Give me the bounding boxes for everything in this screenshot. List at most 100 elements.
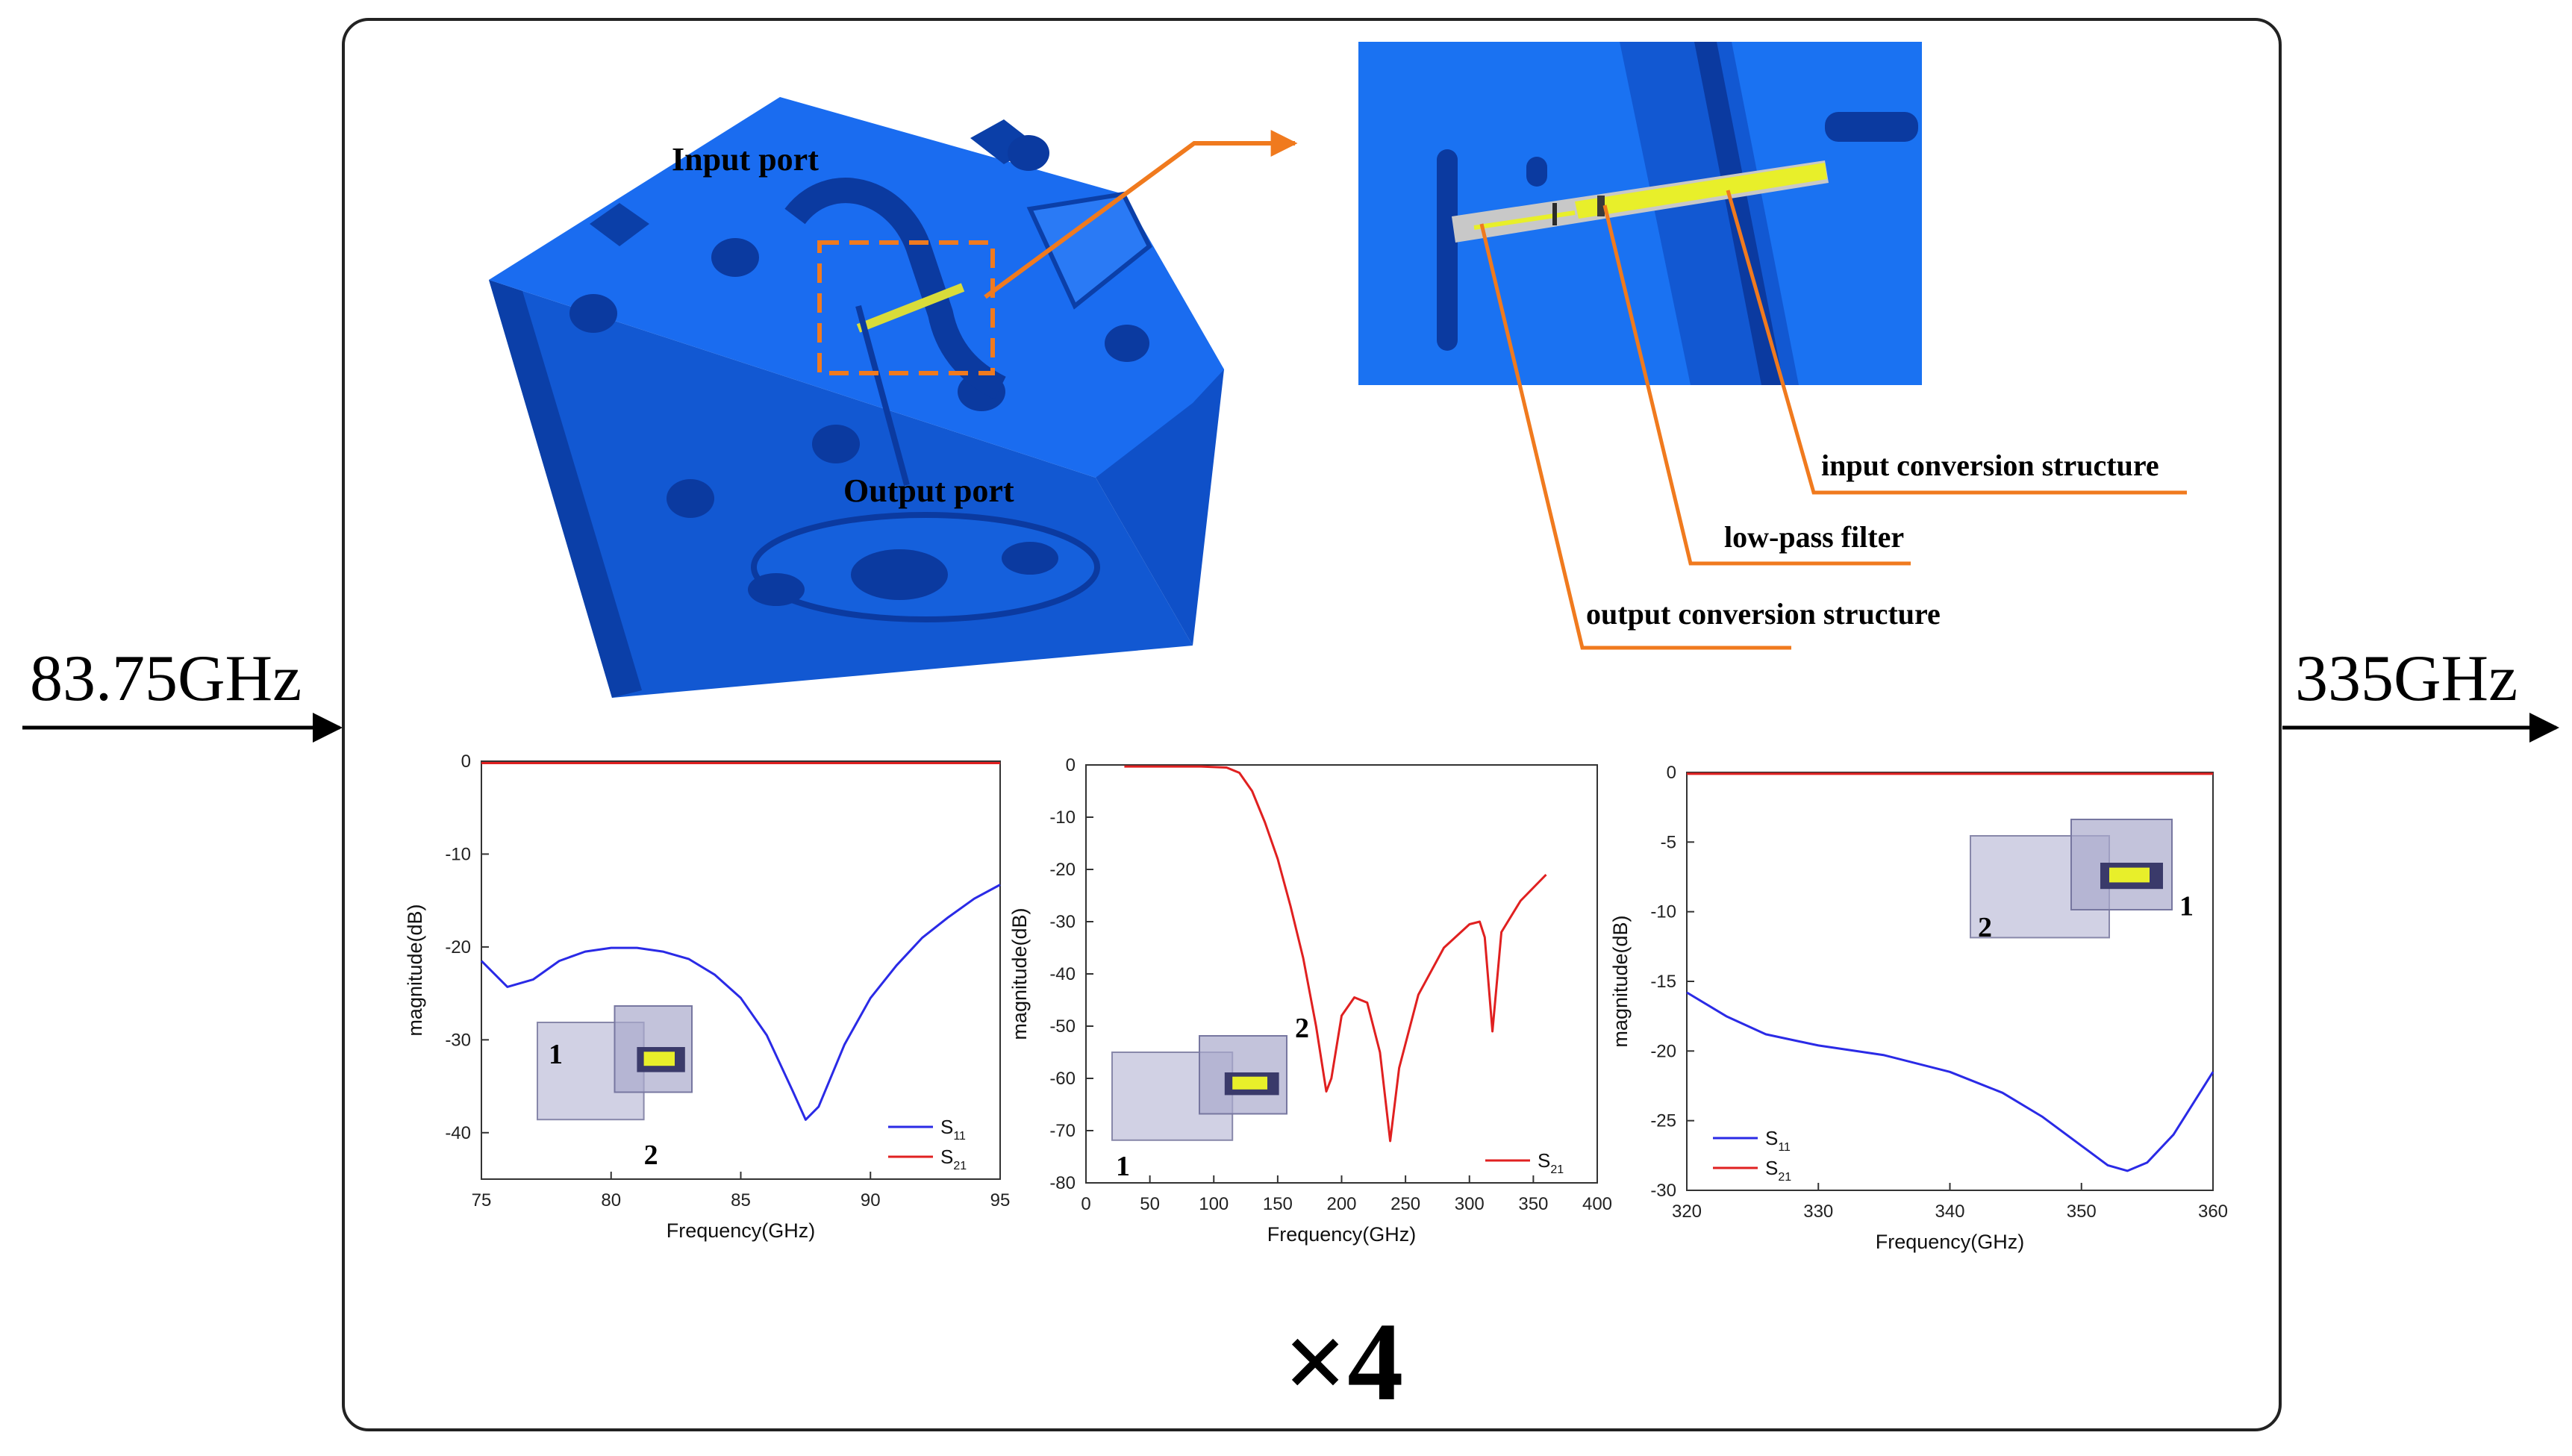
filter-section xyxy=(1597,196,1605,216)
x-tick-label: 330 xyxy=(1803,1202,1833,1222)
component-inset: 12 xyxy=(1111,1013,1309,1182)
output-conversion-leader xyxy=(1479,223,1791,650)
output-signal: 335GHz xyxy=(2282,643,2559,743)
inset-metal xyxy=(643,1052,675,1066)
x-tick-label: 150 xyxy=(1263,1194,1293,1214)
zoom-highlight-box xyxy=(817,240,995,375)
low-pass-filter-leader xyxy=(1602,204,1911,566)
legend-label-base: S xyxy=(940,1146,953,1168)
y-tick-label: -15 xyxy=(1650,972,1676,992)
legend-label-base: S xyxy=(1765,1157,1778,1179)
component-inset: 12 xyxy=(537,1005,693,1171)
legend-label-s21: S21 xyxy=(940,1146,967,1172)
legend-label-base: S xyxy=(1538,1149,1550,1172)
circuit-line xyxy=(1473,210,1576,230)
zoom-arrow xyxy=(984,130,1298,299)
x-axis-label: Frequency(GHz) xyxy=(667,1219,816,1242)
legend-label-s21: S21 xyxy=(1538,1149,1564,1176)
y-tick-label: 0 xyxy=(1066,755,1076,775)
x-tick-label: 85 xyxy=(731,1190,751,1210)
inset-metal xyxy=(2109,867,2150,883)
port-label: 2 xyxy=(1295,1013,1309,1044)
y-tick-label: -10 xyxy=(445,844,471,864)
legend-label-subscript: 11 xyxy=(953,1130,966,1143)
y-tick-label: -20 xyxy=(445,937,471,957)
legend-label-subscript: 21 xyxy=(1778,1171,1791,1184)
legend-label-s11: S11 xyxy=(940,1116,966,1143)
zoom-slot xyxy=(1526,157,1547,187)
x-tick-label: 100 xyxy=(1199,1194,1229,1214)
screw-hole xyxy=(1105,325,1149,362)
legend-label-base: S xyxy=(940,1116,953,1138)
y-tick-label: -5 xyxy=(1661,832,1676,852)
multiplier-frame xyxy=(342,18,2282,1431)
output-flange-hole xyxy=(1002,542,1058,575)
screw-hole xyxy=(812,425,860,463)
y-axis-label: magnitude(dB) xyxy=(1609,915,1632,1047)
series-line-s11 xyxy=(1686,991,2214,1172)
x-tick-label: 350 xyxy=(2067,1202,2097,1222)
y-tick-label: -20 xyxy=(1650,1041,1676,1061)
low-pass-filter-label: low-pass filter xyxy=(1724,520,1904,554)
x-axis-label: Frequency(GHz) xyxy=(1876,1231,2025,1253)
output-flange-hole xyxy=(851,549,948,600)
legend-label-base: S xyxy=(1765,1127,1778,1149)
legend-label-subscript: 21 xyxy=(1550,1163,1564,1176)
output-frequency-label: 335GHz xyxy=(2295,643,2518,715)
multiplication-factor: ×4 xyxy=(1284,1300,1403,1424)
legend-label-s11: S11 xyxy=(1765,1127,1791,1154)
y-tick-label: -60 xyxy=(1049,1069,1076,1089)
y-tick-label: -40 xyxy=(1049,964,1076,984)
x-tick-label: 0 xyxy=(1081,1194,1090,1214)
input-port-label: Input port xyxy=(672,141,819,178)
legend-label-subscript: 21 xyxy=(953,1160,967,1172)
x-tick-label: 350 xyxy=(1518,1194,1548,1214)
plot-area xyxy=(1686,772,2214,1191)
inset-metal xyxy=(1232,1076,1267,1090)
filter-section xyxy=(1552,203,1557,225)
housing-front-shadow xyxy=(489,280,642,698)
port-label: 1 xyxy=(2179,890,2194,922)
x-tick-label: 360 xyxy=(2198,1202,2228,1222)
y-tick-label: 0 xyxy=(1667,763,1676,783)
circuit-zoom-view xyxy=(1358,42,1922,385)
y-tick-label: -10 xyxy=(1049,807,1076,828)
screw-hole xyxy=(667,479,714,518)
x-tick-label: 340 xyxy=(1935,1202,1964,1222)
y-tick-label: -30 xyxy=(1049,912,1076,932)
zoom-channel-edge xyxy=(1694,42,1784,385)
housing-top-face xyxy=(489,97,1224,478)
input-conversion-leader xyxy=(1726,190,2187,495)
x-tick-label: 95 xyxy=(990,1190,1011,1210)
housing-notch-left xyxy=(590,203,649,246)
x-tick-label: 200 xyxy=(1326,1194,1356,1214)
x-axis-label: Frequency(GHz) xyxy=(1267,1223,1417,1246)
x-tick-label: 250 xyxy=(1390,1194,1420,1214)
y-tick-label: -20 xyxy=(1049,860,1076,880)
series-line-s11 xyxy=(480,884,1001,1121)
zoom-slot xyxy=(1825,112,1918,142)
y-tick-label: 0 xyxy=(461,752,471,772)
x-tick-label: 300 xyxy=(1455,1194,1485,1214)
port-label: 1 xyxy=(549,1039,563,1070)
y-tick-label: -70 xyxy=(1049,1121,1076,1141)
legend: S21 xyxy=(1485,1149,1564,1176)
output-conversion-label: output conversion structure xyxy=(1586,597,1941,631)
screw-hole xyxy=(711,238,759,277)
port-label: 2 xyxy=(644,1140,658,1171)
y-tick-label: -25 xyxy=(1650,1111,1676,1131)
x-tick-label: 90 xyxy=(861,1190,881,1210)
y-tick-label: -10 xyxy=(1650,902,1676,922)
y-tick-label: -80 xyxy=(1049,1173,1076,1193)
legend-label-s21: S21 xyxy=(1765,1157,1791,1184)
input-frequency-label: 83.75GHz xyxy=(30,643,302,715)
y-axis-label: magnitude(dB) xyxy=(404,904,426,1036)
y-tick-label: -40 xyxy=(445,1123,471,1143)
housing-slot xyxy=(855,304,910,487)
screw-hole xyxy=(1008,135,1049,171)
